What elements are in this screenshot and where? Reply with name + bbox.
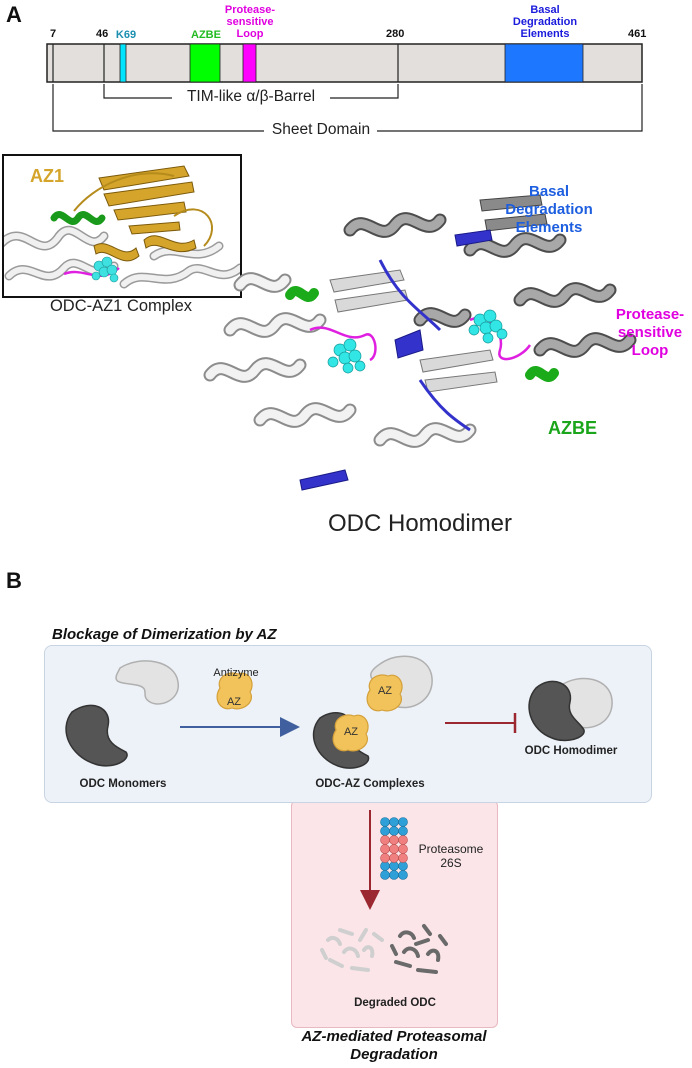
barrel-label: TIM-like α/β-Barrel xyxy=(186,88,316,105)
antizyme-label: Antizyme xyxy=(213,667,259,679)
sheet-bracket xyxy=(52,84,643,132)
homodimer-structure xyxy=(203,194,637,491)
az-label-free: AZ xyxy=(226,696,242,708)
basal-degradation-block xyxy=(504,43,584,83)
homodimer-dark xyxy=(528,680,585,742)
position-46: 46 xyxy=(96,28,109,40)
az-label-top: AZ xyxy=(377,685,393,697)
position-280: 280 xyxy=(386,28,405,40)
domain-map xyxy=(46,43,643,132)
complexes-label: ODC-AZ Complexes xyxy=(315,778,425,790)
odc-monomers xyxy=(65,660,179,767)
k69-block xyxy=(119,43,127,83)
position-7: 7 xyxy=(50,28,57,40)
degraded-fragments xyxy=(320,924,448,974)
degradation-title: AZ-mediated Proteasomal Degradation xyxy=(301,1028,487,1063)
panel-a-letter: A xyxy=(6,2,22,27)
basal-domain-label: Basal Degradation Elements xyxy=(512,4,578,40)
degraded-label: Degraded ODC xyxy=(354,997,436,1009)
proteasome-label: Proteasome 26S xyxy=(418,842,484,870)
inset-complex-box: AZ1 xyxy=(2,154,242,298)
barrel-bracket xyxy=(103,84,399,99)
light-monomer xyxy=(115,660,179,705)
monomers-label: ODC Monomers xyxy=(79,778,167,790)
dark-monomer xyxy=(65,704,128,767)
inset-structure xyxy=(4,165,240,289)
panel-b-letter: B xyxy=(6,568,22,593)
azbe-domain-label: AZBE xyxy=(191,29,221,41)
protease-domain-label: Protease- sensitive Loop xyxy=(224,4,276,40)
antizyme-shape xyxy=(216,672,253,710)
az-label-bottom: AZ xyxy=(343,726,359,738)
protease-loop-block xyxy=(242,43,257,83)
homodimer-label: ODC Homodimer xyxy=(524,745,618,757)
inset-caption: ODC-AZ1 Complex xyxy=(49,297,193,315)
blockage-title: Blockage of Dimerization by AZ xyxy=(52,626,277,643)
azbe-block xyxy=(189,43,221,83)
az1-label: AZ1 xyxy=(30,166,65,186)
position-461: 461 xyxy=(628,28,647,40)
homodimer-caption: ODC Homodimer xyxy=(327,510,513,537)
sheet-label: Sheet Domain xyxy=(271,121,371,138)
az-on-dark xyxy=(332,714,369,752)
az-on-light xyxy=(366,674,403,712)
azbe-structure-label: AZBE xyxy=(548,418,597,438)
protease-structure-label: Protease- sensitive Loop xyxy=(615,306,685,359)
basal-structure-label: Basal Degradation Elements xyxy=(505,183,593,236)
proteasome-icon xyxy=(380,817,408,880)
k69-label: K69 xyxy=(115,29,137,41)
